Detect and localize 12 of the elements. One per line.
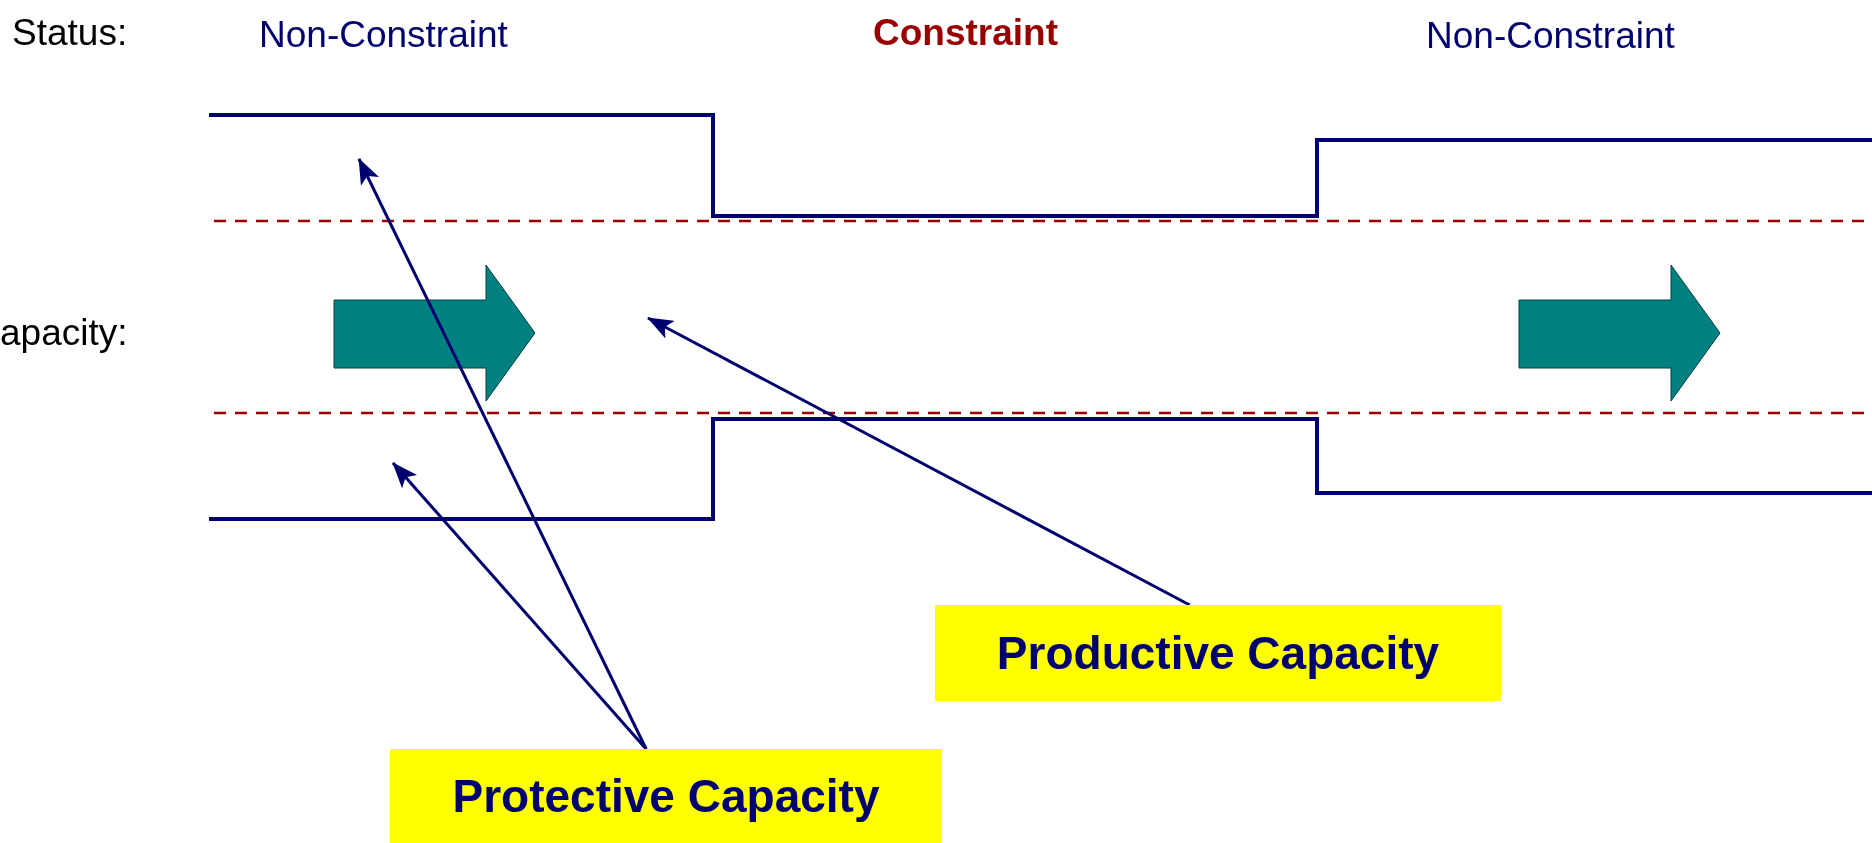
status-text: Non-Constraint (1426, 17, 1675, 54)
status-text: Constraint (873, 14, 1058, 51)
callout-box (390, 749, 942, 843)
callout-box (935, 605, 1501, 701)
callout-text: Productive Capacity (996, 626, 1440, 680)
row-heading: Status: (12, 14, 128, 51)
leader-line (391, 462, 648, 750)
callout-text: Protective Capacity (452, 769, 880, 823)
leader-line (647, 316, 1191, 607)
leader-line (357, 158, 648, 750)
status-text: Non-Constraint (259, 16, 508, 53)
row-heading: apacity: (0, 314, 128, 351)
